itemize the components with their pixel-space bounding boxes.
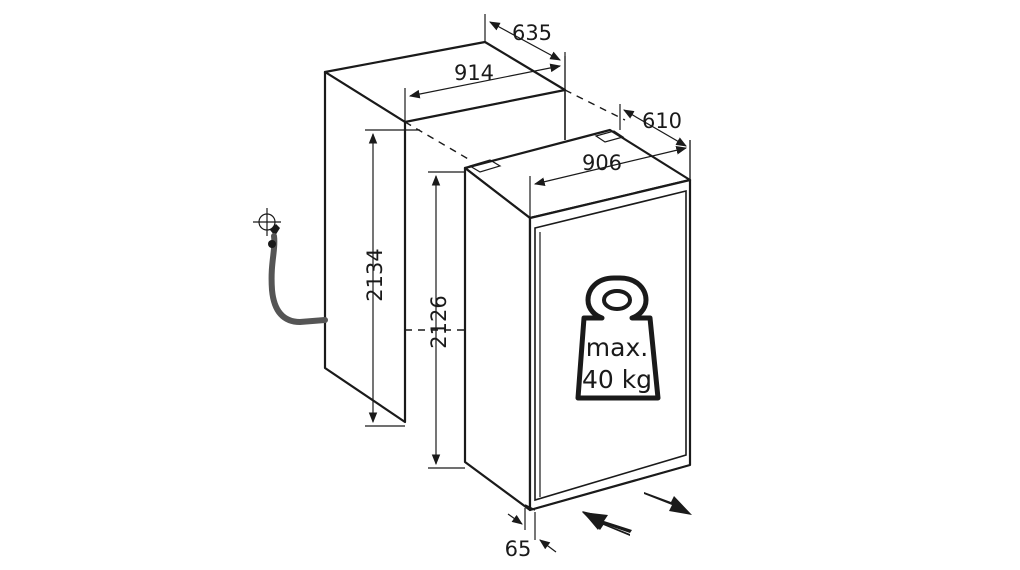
dim-door-offset: 65 — [505, 508, 557, 561]
dim-niche-width: 914 — [404, 56, 566, 122]
air-exhaust-arrow-icon — [644, 492, 692, 515]
dim-65-label: 65 — [505, 537, 532, 561]
weight-label-line1: max. — [586, 333, 648, 362]
dim-906-label: 906 — [582, 151, 622, 175]
niche-hidden-edge — [404, 121, 471, 161]
dim-appliance-depth: 610 — [619, 104, 691, 180]
max-weight-icon: max. 40 kg — [575, 275, 661, 401]
weight-label-line2: 40 kg — [582, 365, 652, 394]
water-hose — [268, 233, 328, 326]
dim-914-label: 914 — [454, 61, 494, 85]
appliance-body — [463, 128, 692, 512]
water-connection — [253, 208, 328, 326]
appliance-door — [534, 189, 687, 502]
niche-side-face — [323, 70, 407, 424]
dim-635-label: 635 — [512, 21, 552, 45]
dim-appliance-width: 906 — [529, 140, 691, 218]
dim-niche-height: 2134 — [363, 129, 420, 427]
dim-2126-label: 2126 — [427, 295, 451, 348]
air-intake-arrow-icon — [582, 511, 632, 536]
dim-2134-label: 2134 — [363, 248, 387, 301]
dim-appliance-height: 2126 — [427, 171, 465, 469]
dim-610-label: 610 — [642, 109, 682, 133]
appliance-side-face — [463, 166, 532, 512]
airflow-arrows — [582, 492, 692, 536]
dim-niche-depth: 635 — [484, 14, 566, 90]
